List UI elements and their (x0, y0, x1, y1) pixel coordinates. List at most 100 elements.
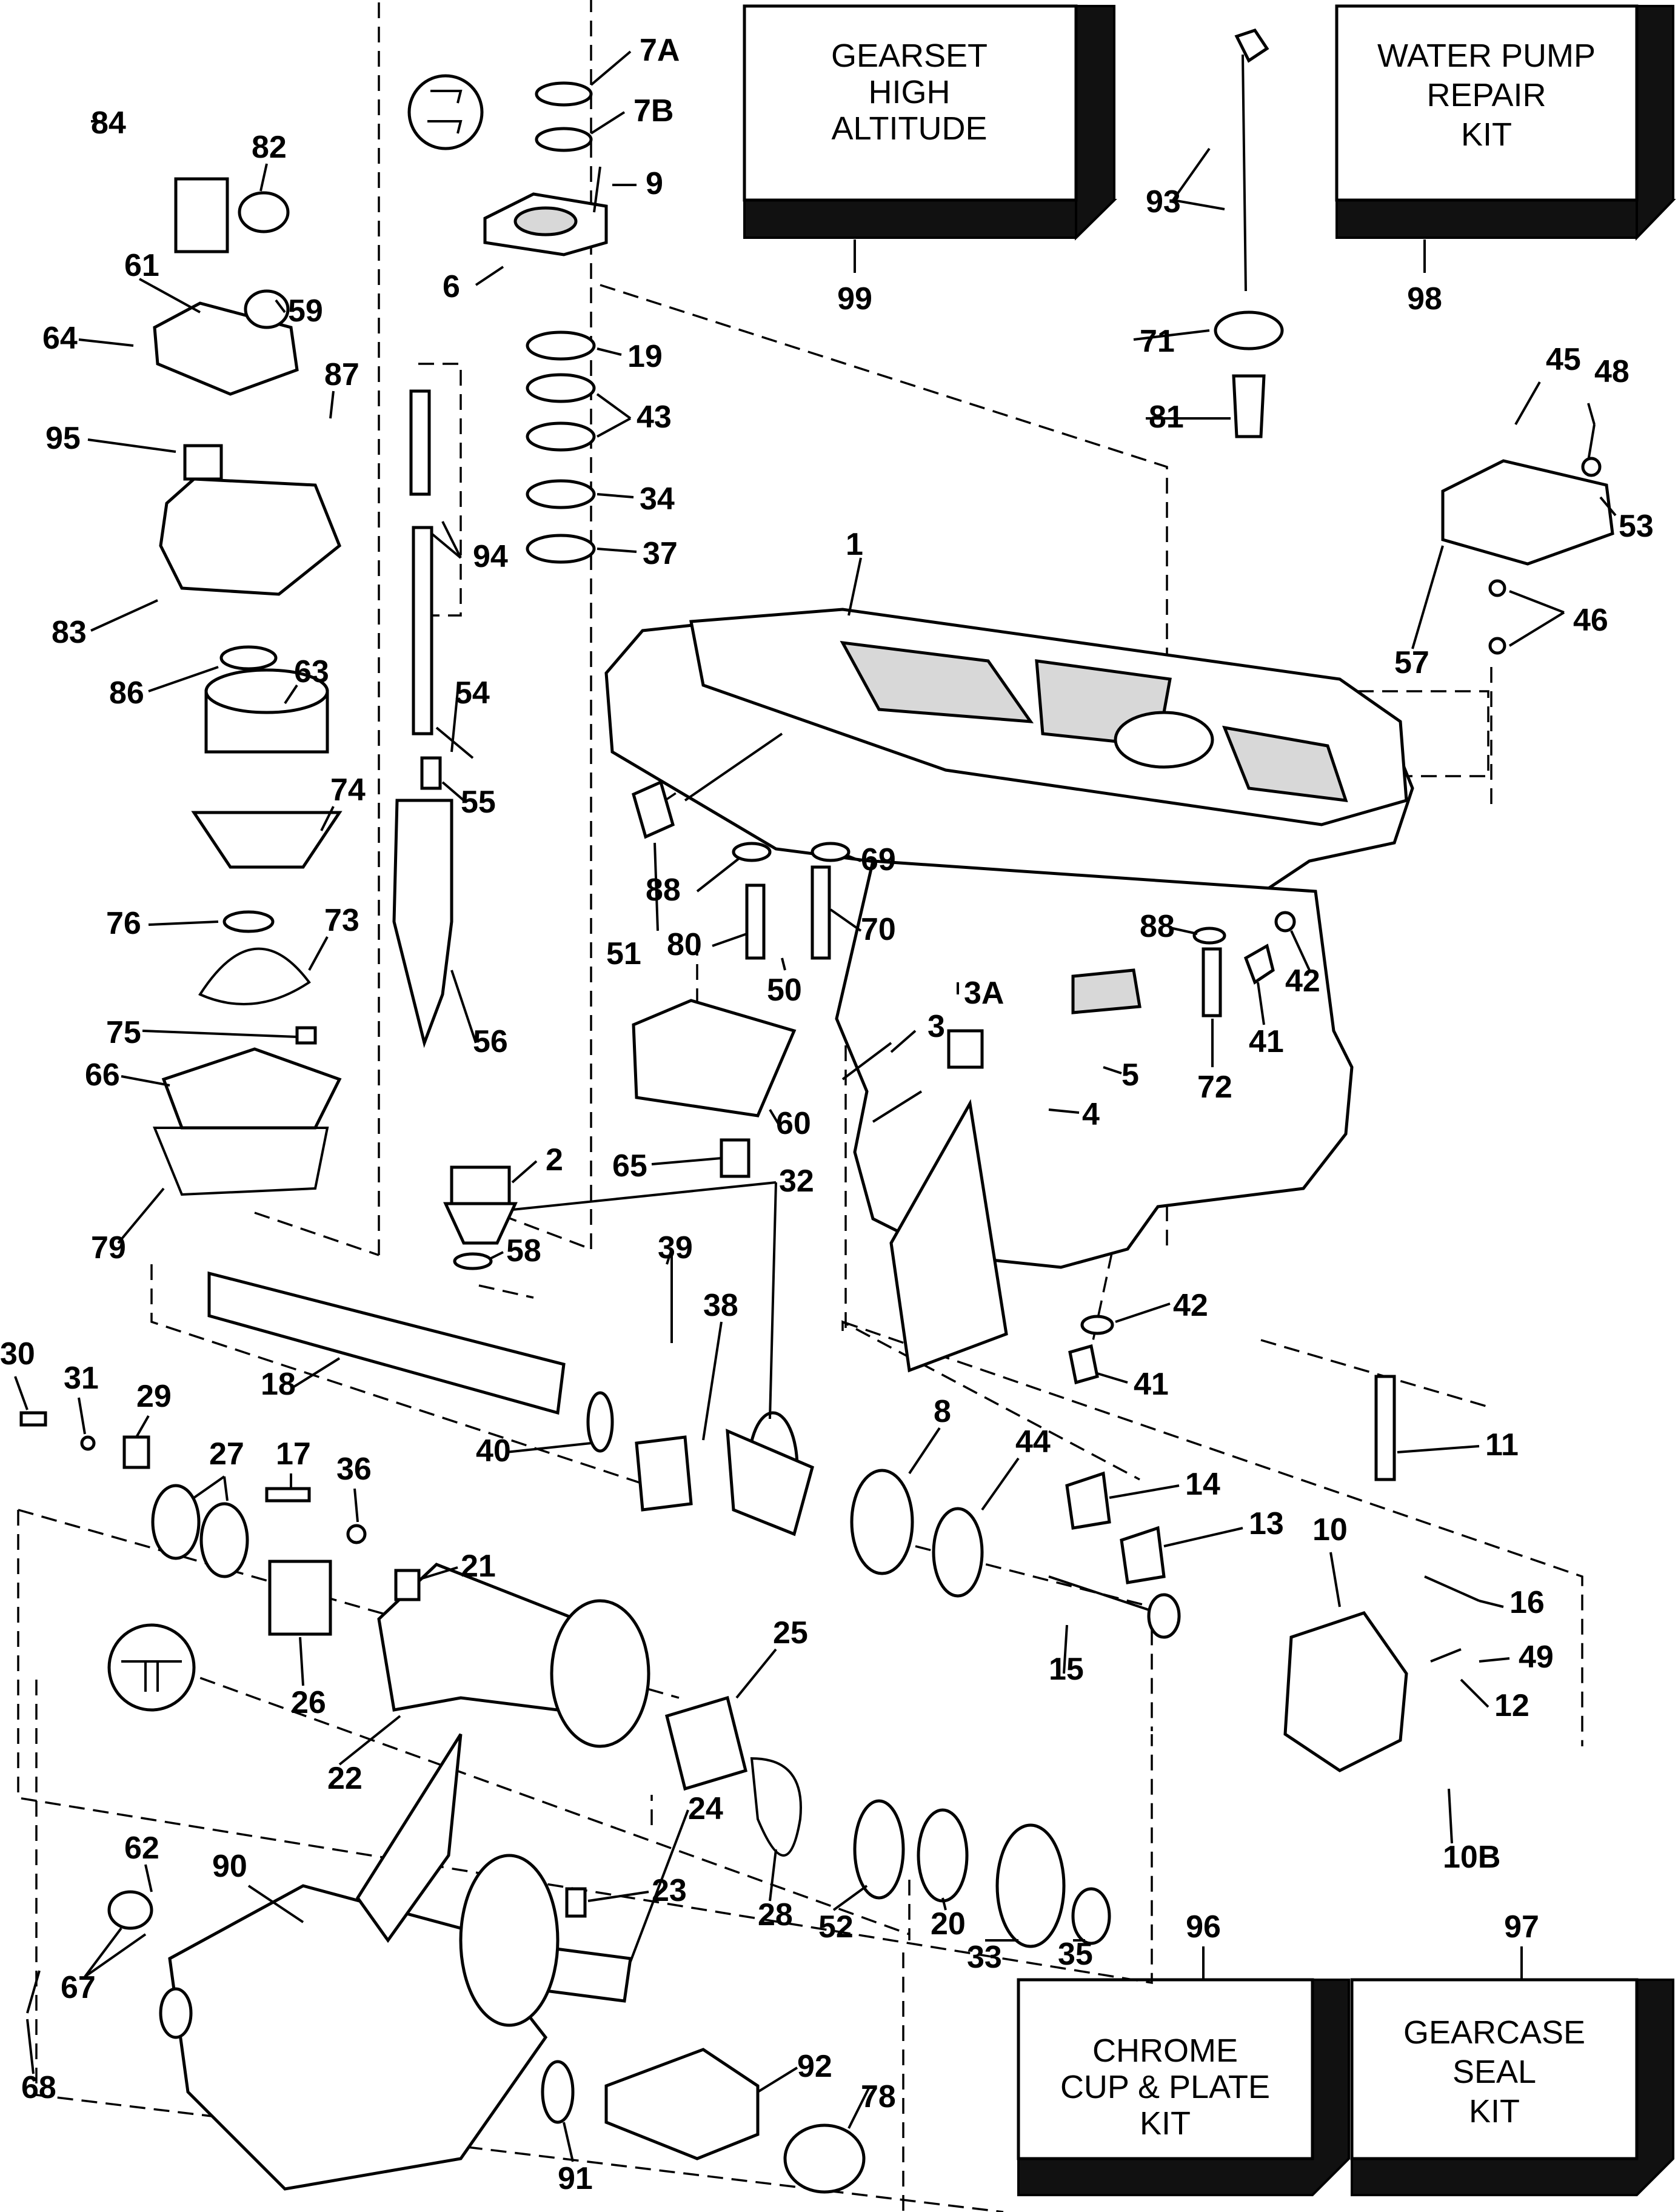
callout-96: 96 (1186, 1909, 1221, 1945)
callout-15: 15 (1049, 1652, 1084, 1687)
callout-43: 43 (637, 400, 672, 435)
callout-76: 76 (106, 906, 141, 941)
callout-29: 29 (136, 1379, 172, 1414)
callout-94: 94 (473, 539, 508, 574)
propeller-assembly (26, 1733, 866, 2194)
callout-93: 93 (1146, 184, 1181, 220)
callout-30: 30 (0, 1336, 35, 1372)
callout-50: 50 (767, 973, 802, 1008)
callout-34: 34 (640, 481, 675, 517)
right-side-items (1214, 28, 1614, 655)
callout-3a: 3A (964, 976, 1004, 1011)
callout-33: 33 (967, 1940, 1002, 1975)
callout-4: 4 (1082, 1097, 1100, 1132)
kit-water-pump-line1: WATER PUMP (1377, 38, 1596, 74)
callout-12: 12 (1494, 1688, 1529, 1723)
callout-97: 97 (1504, 1909, 1539, 1945)
callout-41-upper: 41 (1249, 1024, 1284, 1059)
callout-55: 55 (461, 785, 496, 820)
callout-91: 91 (558, 2161, 593, 2196)
callout-25: 25 (773, 1615, 808, 1651)
callout-19: 19 (627, 339, 663, 374)
callout-39: 39 (658, 1230, 693, 1265)
callout-98: 98 (1407, 281, 1442, 317)
callout-83: 83 (52, 615, 87, 650)
gearcase-housing (604, 608, 1414, 1373)
callout-46: 46 (1573, 603, 1608, 638)
kit-gearcase-line3: KIT (1469, 2093, 1520, 2130)
callout-71: 71 (1140, 324, 1175, 359)
kit-chrome-line1: CHROME (1092, 2033, 1238, 2069)
callout-14: 14 (1185, 1467, 1220, 1502)
callout-87: 87 (324, 357, 359, 392)
callout-28: 28 (758, 1897, 793, 1932)
kit-gearcase-line1: GEARCASE (1403, 2014, 1585, 2051)
callout-63: 63 (294, 654, 329, 689)
callout-7a: 7A (640, 33, 680, 68)
callout-73: 73 (324, 903, 359, 938)
callout-36: 36 (336, 1452, 372, 1487)
callout-7b: 7B (633, 93, 674, 129)
kit-water-pump-line2: REPAIR (1426, 77, 1546, 113)
kit-gearset-line1: GEARSET (831, 38, 988, 74)
callout-88-right: 88 (1140, 909, 1175, 944)
propeller-shaft-assembly (207, 1252, 984, 1598)
callout-78: 78 (861, 2079, 896, 2114)
callout-22: 22 (327, 1761, 363, 1796)
callout-62: 62 (124, 1831, 159, 1866)
misc-hardware (19, 780, 1296, 1918)
callout-52: 52 (818, 1909, 854, 1945)
callout-24: 24 (688, 1791, 723, 1826)
callout-11: 11 (1485, 1427, 1519, 1463)
callout-31: 31 (64, 1361, 99, 1396)
callout-42-upper: 42 (1285, 964, 1320, 999)
shift-assembly (1048, 1375, 1480, 1772)
callout-27: 27 (209, 1436, 244, 1472)
callout-35: 35 (1058, 1937, 1093, 1972)
callout-95: 95 (45, 421, 81, 456)
callout-79: 79 (91, 1230, 126, 1265)
callout-21: 21 (461, 1549, 496, 1584)
callout-16: 16 (1509, 1585, 1545, 1620)
kit-gearset-line2: HIGH (869, 74, 951, 110)
callout-20: 20 (931, 1906, 966, 1942)
kit-chrome-line3: KIT (1140, 2105, 1191, 2142)
callout-61: 61 (124, 248, 159, 283)
callout-69: 69 (861, 842, 896, 877)
callout-49: 49 (1519, 1640, 1554, 1675)
kit-box-gearset: GEARSET HIGH ALTITUDE 99 (743, 4, 1117, 317)
callout-65: 65 (612, 1148, 647, 1184)
kit-gearset-line3: ALTITUDE (831, 110, 987, 147)
callout-82: 82 (252, 130, 287, 165)
callout-72: 72 (1197, 1070, 1232, 1105)
kit-water-pump-line3: KIT (1461, 116, 1512, 153)
callout-45: 45 (1546, 342, 1581, 377)
callout-66: 66 (85, 1057, 120, 1093)
callout-59: 59 (288, 293, 323, 329)
callout-2: 2 (546, 1142, 563, 1178)
bearing-carrier-assembly (107, 1484, 1111, 2003)
callout-6: 6 (443, 269, 460, 304)
callout-75: 75 (106, 1015, 141, 1050)
callout-70: 70 (861, 912, 896, 947)
callout-18: 18 (261, 1367, 296, 1402)
callout-10b: 10B (1443, 1840, 1500, 1875)
kit-box-gearcase-seal: 97 GEARCASE SEAL KIT (1350, 1909, 1674, 2196)
callout-41-lower: 41 (1134, 1367, 1169, 1402)
callout-32: 32 (779, 1164, 814, 1199)
callout-labels: 1 2 3 3A 4 5 6 7A 7B 8 9 10 10B 11 12 13… (0, 33, 1654, 2196)
callout-10: 10 (1312, 1512, 1348, 1547)
callout-38: 38 (703, 1288, 738, 1323)
callout-48: 48 (1594, 354, 1630, 389)
water-pump-assembly (153, 177, 343, 1196)
callout-80: 80 (667, 927, 702, 962)
callout-88-left: 88 (646, 873, 681, 908)
callout-57: 57 (1394, 645, 1429, 680)
callout-1: 1 (846, 527, 863, 562)
callout-54: 54 (455, 675, 490, 711)
callout-92: 92 (797, 2049, 832, 2084)
callout-99: 99 (837, 281, 872, 317)
callout-17: 17 (276, 1436, 311, 1472)
callout-86: 86 (109, 675, 144, 711)
